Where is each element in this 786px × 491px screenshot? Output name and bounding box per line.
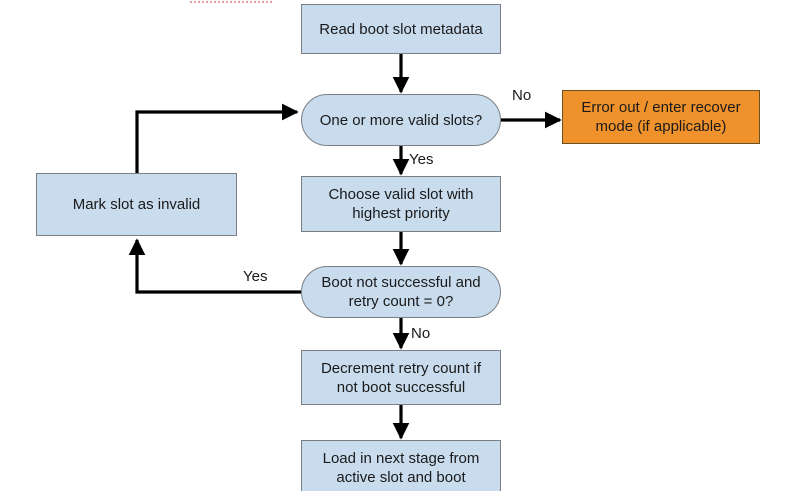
node-label-one-or-more-valid-slots: One or more valid slots? xyxy=(319,111,483,129)
node-label-load-next-stage-active-slot: Load in next stage from active slot and … xyxy=(322,449,480,486)
node-one-or-more-valid-slots[interactable]: One or more valid slots? xyxy=(301,94,501,146)
edge-mark-to-valid xyxy=(135,103,299,173)
edge-label-yes-retry-exhausted: Yes xyxy=(243,268,268,285)
node-label-boot-not-successful-retry-zero: Boot not successful and retry count = 0? xyxy=(321,274,481,310)
node-mark-slot-as-invalid[interactable]: Mark slot as invalid xyxy=(36,173,237,236)
edge-boot-yes-to-mark xyxy=(128,238,301,294)
node-error-out-enter-recover-mode[interactable]: Error out / enter recover mode (if appli… xyxy=(562,90,760,144)
node-choose-valid-slot-highest-priority[interactable]: Choose valid slot with highest priority xyxy=(301,176,501,232)
node-decrement-retry-count[interactable]: Decrement retry count if not boot succes… xyxy=(301,350,501,405)
node-boot-not-successful-retry-zero[interactable]: Boot not successful and retry count = 0? xyxy=(301,266,501,318)
node-label-mark-slot-as-invalid: Mark slot as invalid xyxy=(72,196,201,213)
node-load-next-stage-active-slot[interactable]: Load in next stage from active slot and … xyxy=(301,440,501,491)
node-label-read-boot-slot-metadata: Read boot slot metadata xyxy=(319,20,483,38)
node-label-choose-valid-slot-highest-priority: Choose valid slot with highest priority xyxy=(328,186,474,222)
red-dotted-artifact xyxy=(190,1,272,3)
node-label-error-out-enter-recover-mode: Error out / enter recover mode (if appli… xyxy=(581,99,741,135)
node-read-boot-slot-metadata[interactable]: Read boot slot metadata xyxy=(301,4,501,54)
edge-label-no-retry-remaining: No xyxy=(411,325,431,342)
edge-label-no-valid-slots: No xyxy=(512,87,532,104)
node-label-decrement-retry-count: Decrement retry count if not boot succes… xyxy=(320,359,482,396)
edge-label-yes-valid-slots: Yes xyxy=(409,151,434,168)
